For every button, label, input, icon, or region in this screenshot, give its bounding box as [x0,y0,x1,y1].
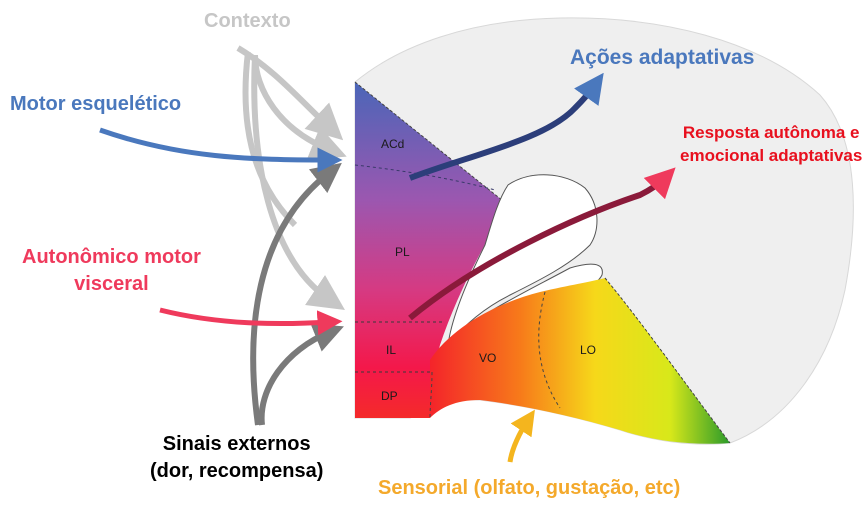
boundary-vo-lo [538,291,561,409]
autonomico-arrow [159,307,343,336]
contexto-arrow-out2 [242,51,298,228]
medial-outline-top [354,81,509,206]
label-contexto: Contexto [204,10,291,32]
label-resposta: Resposta autônoma e emocional adaptativa… [680,121,862,167]
acoes-arrow [408,72,604,181]
sinais-arrow-lower [258,323,344,426]
label-sinais-line2: (dor, recompensa) [150,460,324,482]
label-autonomico: Autonômico motor visceral [22,244,201,298]
label-acoes-adaptativas: Ações adaptativas [570,46,755,69]
region-label-dp: DP [381,389,398,403]
label-resposta-line1: Resposta autônoma e [682,123,860,142]
resposta-arrow [408,167,676,321]
label-sinais-externos: Sinais externos (dor, recompensa) [150,431,323,485]
region-label-il: IL [386,343,397,357]
label-autonomico-line2: visceral [74,273,149,295]
label-motor-esqueletico: Motor esquelético [10,93,182,115]
region-label-pl: PL [395,245,410,259]
region-label-vo: VO [479,351,497,365]
motor-arrow [99,127,343,173]
boundary-acd-pl [354,164,496,191]
region-label-acd: ACd [381,137,405,151]
label-sensorial: Sensorial (olfato, gustação, etc) [378,477,681,499]
orbital-region [430,278,730,444]
boundary-dp-vo [429,371,433,419]
region-label-lo: LO [580,343,597,357]
white-structure [447,174,598,347]
label-resposta-line2: emocional adaptativas [680,146,863,165]
sensorial-arrow [507,409,535,463]
medial-prefrontal-region [355,82,508,418]
sinais-arrow-upper [250,162,342,426]
orbital-lateral-edge [604,277,731,444]
label-sinais-line1: Sinais externos [162,433,311,455]
label-autonomico-line1: Autonômico motor [22,246,201,268]
contexto-arrow-lower [251,54,345,310]
